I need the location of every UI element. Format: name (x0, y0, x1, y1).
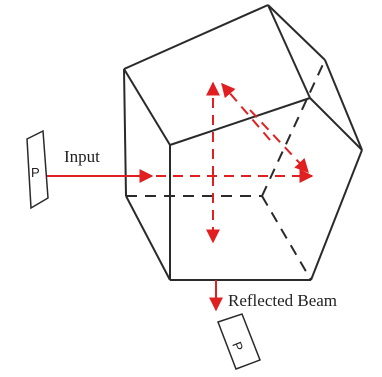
edge-right-lower (310, 149, 363, 281)
cube-hidden-edges (126, 59, 326, 281)
output-polarizer: P (217, 313, 261, 370)
input-polarizer-label: P (31, 165, 40, 180)
edge-face-right (309, 97, 363, 151)
cube-solid-edges (123, 4, 363, 281)
input-label: Input (64, 147, 100, 166)
edge-right-upper (324, 59, 363, 151)
edge-inner-diagonal (169, 97, 311, 146)
edge-top-right (267, 4, 326, 61)
internal-beams (156, 81, 314, 244)
edge-left-vertical (123, 68, 127, 197)
edge-inner-right (267, 4, 311, 99)
edge-top-left (123, 4, 269, 70)
reflected-beam-label: Reflected Beam (228, 291, 337, 310)
edge-inner-top (123, 68, 171, 146)
internal-beam-diagonal-up (221, 82, 271, 141)
internal-beam-diagonal-down (249, 109, 309, 174)
hidden-edge-up (261, 59, 326, 197)
input-polarizer: P (26, 129, 49, 210)
hidden-edge-down (261, 195, 312, 281)
edge-left-lower (125, 195, 171, 281)
